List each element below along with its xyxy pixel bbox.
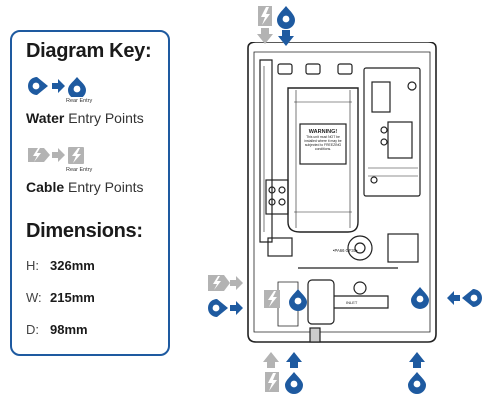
water-label-bold: Water: [26, 110, 65, 126]
water-entry-icons: [26, 75, 90, 97]
dimensions-title: Dimensions:: [26, 220, 143, 242]
diagram-key-panel: Diagram Key: Rear Entry Water Entry Poin…: [10, 30, 170, 356]
control-pcb: [363, 67, 421, 197]
cable-bolt-arrow-icon: [28, 147, 84, 164]
warning-title: WARNING!: [309, 129, 338, 135]
knob-label: •PA66 GF30•: [333, 248, 358, 253]
top-cable-water-entry-marker: [257, 6, 295, 46]
control-knob: [347, 235, 373, 261]
inlet-label: INLET: [346, 300, 358, 305]
dimension-height: H:326mm: [26, 258, 95, 273]
water-entry-points-label: Water Entry Points: [26, 110, 144, 126]
water-drop-arrow-icon: [28, 77, 86, 97]
cable-entry-points-label: Cable Entry Points: [26, 179, 144, 195]
shower-unit-drawing: WARNING! This unit must NOT be installed…: [247, 42, 437, 343]
diagram-key-title: Diagram Key:: [26, 40, 152, 62]
bottom-right-water-entry-marker: [408, 352, 426, 394]
inlet-pipe: [307, 279, 335, 325]
water-label-rest: Entry Points: [68, 110, 144, 126]
unit-outline: [247, 42, 437, 343]
terminal-block: [265, 179, 289, 215]
bottom-cable-water-entry-marker: [263, 352, 303, 394]
unit-inner-outline: [253, 51, 431, 333]
cable-entry-icons: [26, 144, 90, 166]
water-rear-entry-label: Rear Entry: [66, 98, 93, 104]
heater-tank: [287, 87, 359, 233]
cable-label-rest: Entry Points: [68, 179, 144, 195]
warning-label-box: [299, 123, 347, 165]
dimension-depth: D:98mm: [26, 322, 88, 337]
rear-cable-water-entry-marker: [264, 289, 307, 311]
left-cable-entry-marker: [208, 275, 243, 291]
dimension-width: W:215mm: [26, 290, 95, 305]
warning-body: This unit must NOT be installed where it…: [304, 135, 342, 151]
right-rear-water-entry-marker: [411, 287, 429, 309]
cable-rear-entry-label: Rear Entry: [66, 167, 93, 173]
right-water-entry-marker: [447, 289, 482, 307]
cable-label-bold: Cable: [26, 179, 65, 195]
left-water-entry-marker: [208, 299, 243, 317]
